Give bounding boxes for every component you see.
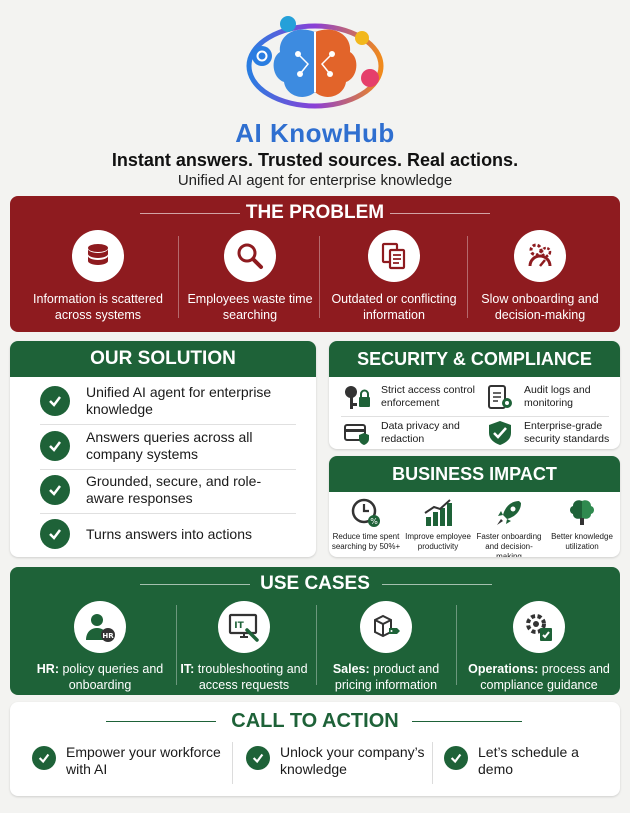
operations-gear-icon [526, 614, 552, 641]
cta-item: Let’s schedule a demo [444, 744, 604, 778]
security-item: Audit logs and monitoring [484, 383, 618, 411]
security-item: Strict access control enforcement [341, 383, 481, 411]
problem-text: Slow onboarding and decision-making [481, 292, 599, 322]
solution-item: Grounded, secure, and role-aware respons… [40, 472, 298, 508]
security-title: SECURITY & COMPLIANCE [329, 341, 620, 377]
svg-text:HR: HR [102, 632, 114, 640]
impact-card: BUSINESS IMPACT % Reduce time spent sear… [329, 456, 620, 557]
hr-person-icon: HR [86, 614, 115, 642]
problem-item: Outdated or conflicting information [320, 230, 468, 323]
check-icon [49, 485, 61, 496]
check-icon [49, 441, 61, 452]
problem-item: Information is scattered across systems [24, 230, 172, 323]
problem-text: Employees waste time searching [187, 292, 313, 322]
use-cases-panel: USE CASES HR HR: policy queries and onbo… [10, 567, 620, 695]
solution-item: Answers queries across all company syste… [40, 428, 298, 464]
documents-icon [381, 242, 406, 270]
check-icon [49, 529, 61, 540]
subtitle: Unified AI agent for enterprise knowledg… [177, 172, 453, 189]
solution-item: Turns answers into actions [40, 517, 298, 551]
cta-item: Empower your workforce with AI [32, 744, 228, 778]
use-case-item: HR HR: policy queries and onboarding [30, 601, 170, 693]
it-monitor-icon: IT [228, 613, 259, 642]
impact-item: Faster onboarding and decision-making [474, 496, 544, 557]
search-magnifier-icon [237, 243, 263, 269]
use-case-item: Sales: product and pricing information [316, 601, 456, 693]
call-to-action-card: CALL TO ACTION Empower your workforce wi… [10, 702, 620, 796]
solution-title: OUR SOLUTION [10, 341, 316, 377]
problem-panel: THE PROBLEM Information is scattered acr… [10, 196, 620, 332]
use-case-text: Sales: product and pricing information [332, 662, 440, 692]
header: AI KnowHub Instant answers. Trusted sour… [0, 0, 630, 192]
problem-item: Slow onboarding and decision-making [466, 230, 614, 323]
impact-item: Better knowledge utilization [547, 496, 617, 552]
problem-item: Employees waste time searching [176, 230, 324, 323]
use-case-item: Operations: process and compliance guida… [466, 601, 612, 693]
security-item: Data privacy and redaction [341, 419, 481, 447]
check-icon [450, 753, 462, 764]
impact-item: % Reduce time spent searching by 50%+ [331, 496, 401, 552]
key-lock-icon [345, 386, 370, 409]
gears-gauge-icon [528, 243, 552, 267]
solution-item: Unified AI agent for enterprise knowledg… [40, 383, 298, 419]
tagline: Instant answers. Trusted sources. Real a… [111, 150, 519, 170]
database-icon [88, 244, 108, 265]
shield-check-icon [489, 421, 511, 445]
check-icon [38, 753, 50, 764]
problem-title: THE PROBLEM [245, 202, 385, 223]
check-icon [49, 396, 61, 407]
security-item: Enterprise-grade security standards [484, 419, 618, 447]
svg-text:%: % [370, 517, 378, 526]
security-card: SECURITY & COMPLIANCE Strict access cont… [329, 341, 620, 449]
problem-text: Outdated or conflicting information [331, 292, 457, 322]
brain-logo-icon [246, 16, 384, 109]
use-case-text: HR: policy queries and onboarding [36, 662, 164, 692]
brand-name: AI KnowHub [235, 118, 395, 148]
use-case-text: IT: troubleshooting and access requests [180, 662, 308, 692]
use-case-item: IT IT: troubleshooting and access reques… [174, 601, 314, 693]
solution-card: OUR SOLUTION Unified AI agent for enterp… [10, 341, 316, 557]
impact-item: Improve employee productivity [403, 496, 473, 552]
bar-chart-icon [424, 499, 452, 526]
cta-title: CALL TO ACTION [231, 710, 399, 732]
rocket-icon [497, 501, 521, 525]
use-case-text: Operations: process and compliance guida… [468, 662, 610, 692]
svg-text:IT: IT [234, 621, 244, 631]
use-cases-title: USE CASES [260, 573, 370, 594]
cta-item: Unlock your company’s knowledge [246, 744, 436, 778]
sales-boxes-icon [374, 614, 400, 638]
credit-card-shield-icon [344, 424, 369, 445]
impact-title: BUSINESS IMPACT [329, 456, 620, 492]
problem-text: Information is scattered across systems [33, 292, 163, 322]
check-icon [252, 753, 264, 764]
audit-clipboard-icon [488, 385, 512, 409]
brain-icon [570, 500, 594, 525]
clock-percent-icon: % [351, 498, 380, 527]
